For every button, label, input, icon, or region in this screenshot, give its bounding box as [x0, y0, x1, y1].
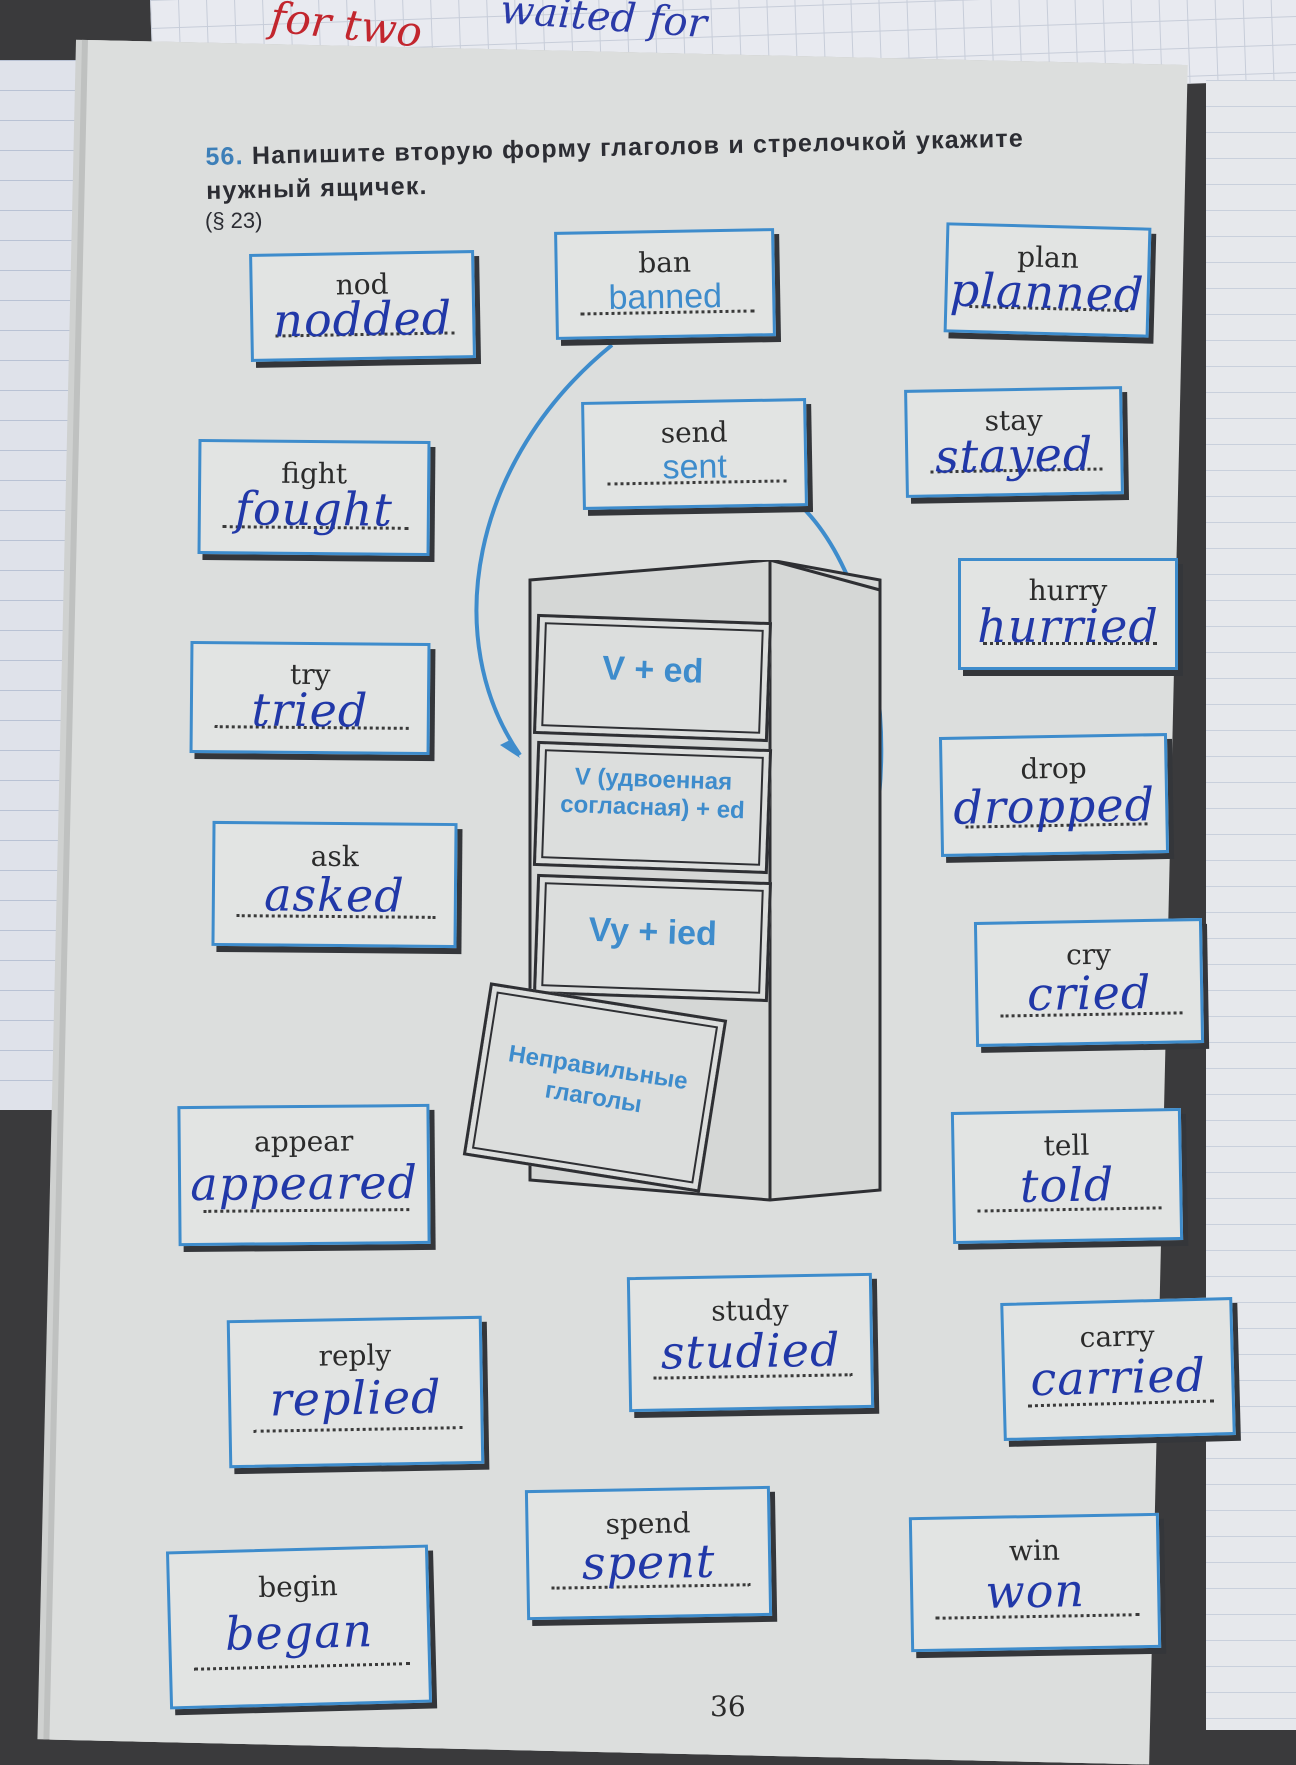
drawer-doubled-consonant-label: V (удвоенная согласная) + ed [559, 763, 746, 825]
arrowhead-doubled [500, 740, 520, 758]
answer-text: fought [234, 481, 394, 537]
answer-line [194, 1662, 411, 1671]
exercise-reference: (§ 23) [205, 208, 263, 233]
answer-text: stayed [934, 426, 1094, 484]
filing-cabinet: V + ed V (удвоенная согласная) + ed Vy +… [462, 560, 910, 1220]
answer-text: sent [662, 447, 728, 487]
answer-text: cried [1026, 964, 1152, 1022]
answer-text: carried [1029, 1347, 1207, 1407]
verb-label: begin [257, 1568, 339, 1605]
answer-text: nodded [272, 290, 453, 348]
answer-line [253, 1426, 463, 1433]
answer-text: planned [949, 262, 1146, 322]
drawer-irregular: Неправильные глаголы [462, 982, 728, 1193]
drawer-irregular-label: Неправильные глаголы [506, 1040, 690, 1119]
drawer-doubled-consonant: V (удвоенная согласная) + ed [532, 740, 773, 875]
background-paper-right [1206, 80, 1296, 1730]
answer-text: banned [608, 277, 723, 317]
answer-text: asked [263, 867, 405, 923]
answer-text: studied [660, 1322, 841, 1380]
answer-text: dropped [952, 777, 1156, 835]
verb-label: send [660, 415, 728, 450]
answer-text: told [1019, 1157, 1115, 1213]
answer-text: began [224, 1603, 374, 1661]
answer-text: won [984, 1563, 1086, 1619]
drawer-v-ed: V + ed [532, 613, 773, 743]
answer-text: replied [269, 1369, 442, 1427]
drawer-y-ied-label: Vy + ied [587, 910, 718, 954]
background-paper-left [0, 60, 80, 1110]
answer-text: tried [251, 682, 369, 738]
answer-line [983, 642, 1157, 645]
page-number: 36 [710, 1690, 746, 1723]
answer-text: spent [581, 1533, 716, 1591]
drawer-y-ied: Vy + ied [532, 873, 773, 1003]
drawer-v-ed-label: V + ed [601, 649, 704, 691]
verb-label: hurry [1028, 574, 1108, 607]
answer-text: hurried [977, 599, 1159, 653]
verb-label: appear [253, 1124, 354, 1159]
answer-text: appeared [190, 1155, 419, 1211]
verb-label: ban [638, 245, 692, 280]
arrow-ban-to-doubled [474, 343, 614, 757]
